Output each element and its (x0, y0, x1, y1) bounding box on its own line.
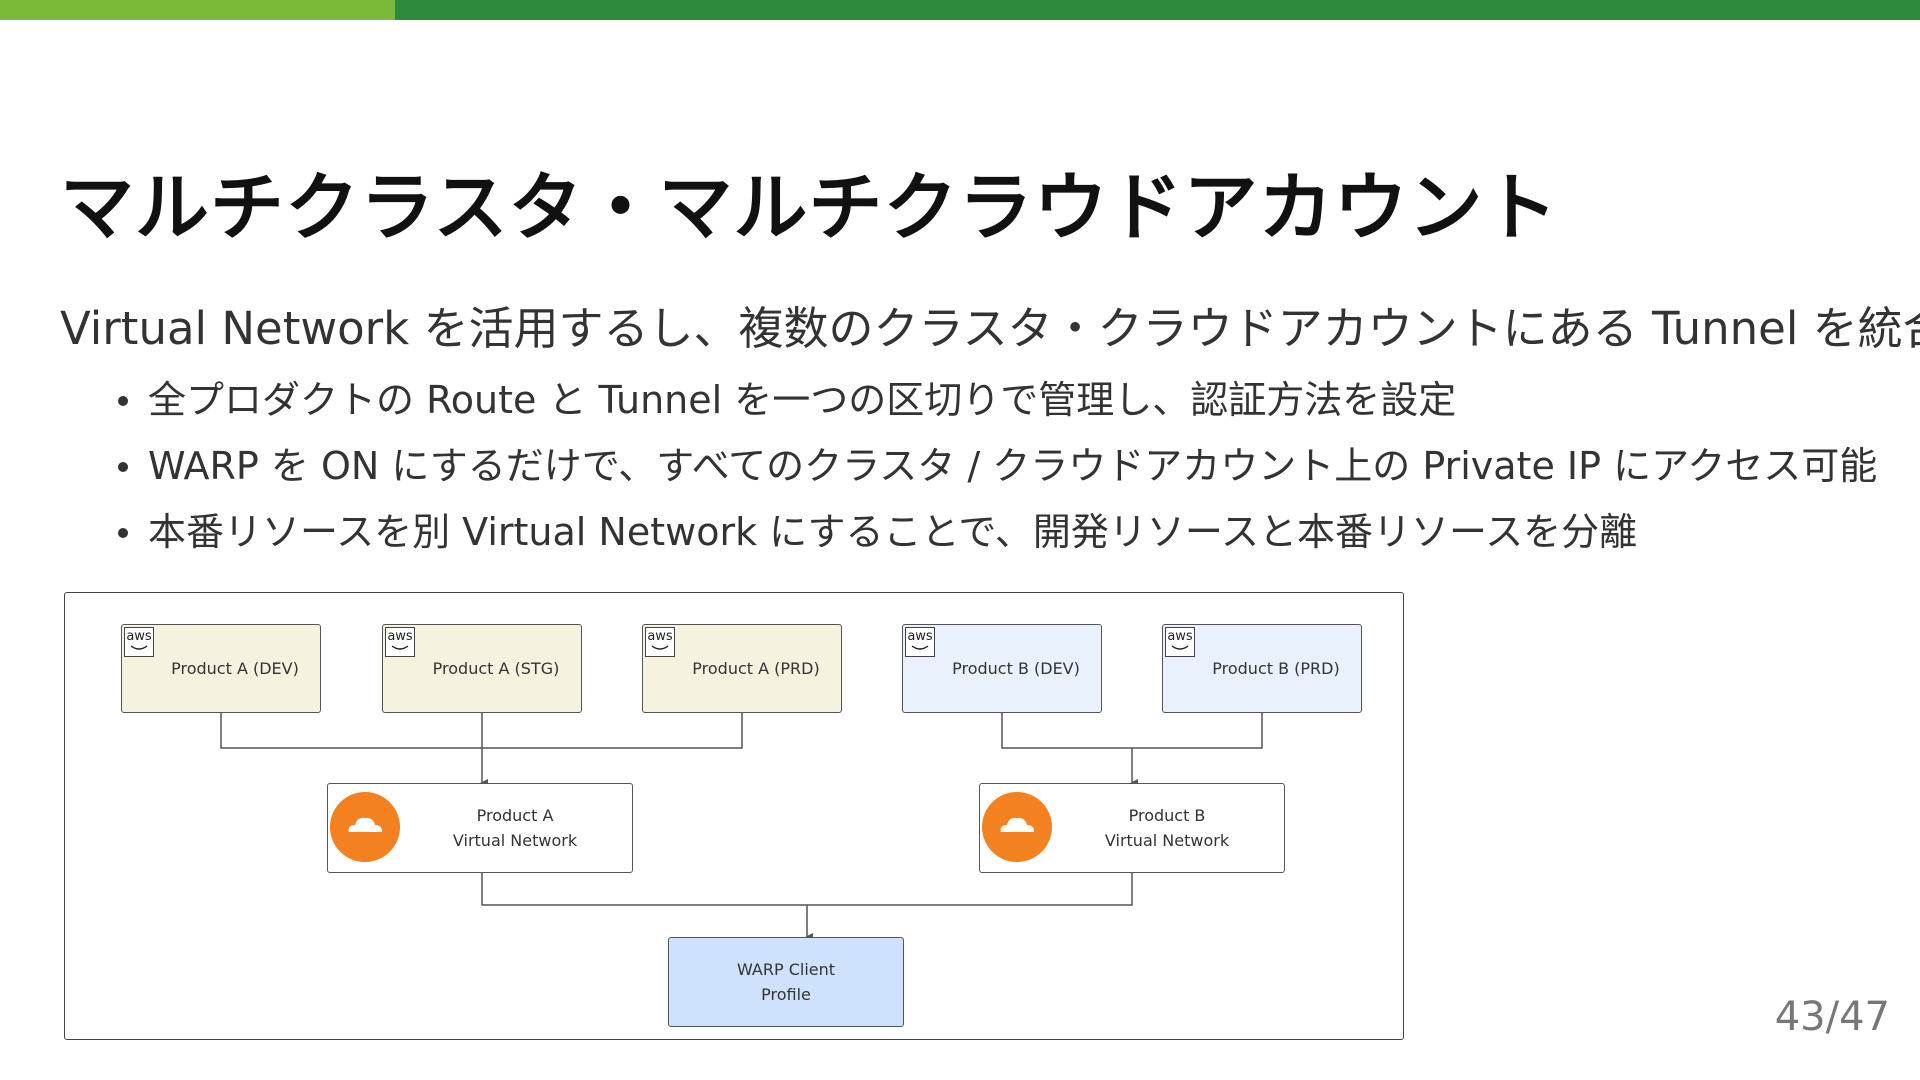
bullet-dot (118, 396, 128, 406)
node-label: Product A (DEV) (171, 659, 299, 678)
aws-node-product-a-stg: aws Product A (STG) (382, 624, 582, 713)
cloudflare-icon (982, 792, 1052, 862)
bullet-item: 全プロダクトの Route と Tunnel を一つの区切りで管理し、認証方法を… (118, 374, 1877, 440)
aws-icon: aws (124, 627, 154, 657)
warp-label: WARP Client Profile (736, 960, 836, 1004)
virtual-network-product-b: Product B Virtual Network (979, 783, 1285, 873)
aws-node-product-a-dev: aws Product A (DEV) (121, 624, 321, 713)
vnet-label: Product A Virtual Network (452, 806, 578, 850)
bullet-item: WARP を ON にするだけで、すべてのクラスタ / クラウドアカウント上の … (118, 440, 1877, 506)
vnet-label: Product B Virtual Network (1104, 806, 1230, 850)
page-number: 43/47 (1774, 994, 1890, 1040)
bullet-dot (118, 528, 128, 538)
node-label: Product B (PRD) (1212, 659, 1340, 678)
aws-node-product-a-prd: aws Product A (PRD) (642, 624, 842, 713)
bullet-dot (118, 462, 128, 472)
connector-product-b (1001, 713, 1263, 783)
architecture-diagram: aws Product A (DEV) aws Product A (STG) … (64, 592, 1404, 1040)
aws-node-product-b-dev: aws Product B (DEV) (902, 624, 1102, 713)
aws-icon: aws (1165, 627, 1195, 657)
node-label: Product B (DEV) (952, 659, 1080, 678)
cloudflare-icon (330, 792, 400, 862)
connector-lines (220, 713, 1263, 1041)
slide-title: マルチクラスタ・マルチクラウドアカウント (60, 165, 1559, 251)
connector-product-a (220, 713, 743, 783)
virtual-network-product-a: Product A Virtual Network (327, 783, 633, 873)
bullet-list: 全プロダクトの Route と Tunnel を一つの区切りで管理し、認証方法を… (118, 374, 1877, 572)
node-label: Product A (STG) (432, 659, 560, 678)
bullet-text: 全プロダクトの Route と Tunnel を一つの区切りで管理し、認証方法を… (148, 378, 1457, 422)
accent-bar (0, 0, 1920, 20)
warp-client-profile: WARP Client Profile (668, 937, 904, 1027)
node-label: Product A (PRD) (692, 659, 820, 678)
accent-bar-dark (395, 0, 1920, 20)
accent-bar-light (0, 0, 395, 20)
aws-icon: aws (905, 627, 935, 657)
aws-icon: aws (385, 627, 415, 657)
bullet-item: 本番リソースを別 Virtual Network にすることで、開発リソースと本… (118, 506, 1877, 572)
aws-icon: aws (645, 627, 675, 657)
bullet-text: WARP を ON にするだけで、すべてのクラスタ / クラウドアカウント上の … (148, 444, 1878, 488)
bullet-text: 本番リソースを別 Virtual Network にすることで、開発リソースと本… (148, 510, 1638, 554)
connector-vnets (481, 873, 1133, 937)
lead-text: Virtual Network を活用するし、複数のクラスタ・クラウドアカウント… (60, 302, 1920, 355)
aws-node-product-b-prd: aws Product B (PRD) (1162, 624, 1362, 713)
